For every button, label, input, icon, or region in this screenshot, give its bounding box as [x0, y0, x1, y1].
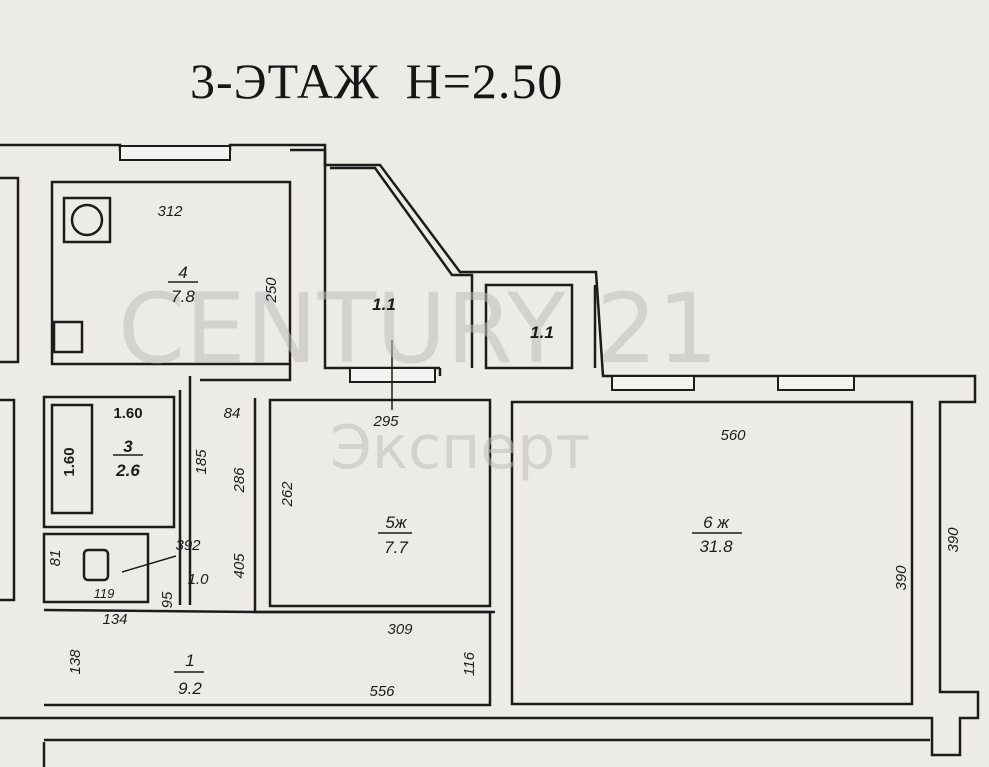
room-3-number: 3 — [123, 437, 133, 456]
ceiling-height: H=2.50 — [405, 53, 564, 109]
dim-390-outer: 390 — [945, 527, 962, 553]
closet-area: 1.1 — [530, 323, 554, 342]
dim-84: 84 — [224, 405, 241, 422]
room-5-number: 5ж — [385, 513, 407, 532]
dim-295: 295 — [372, 413, 399, 430]
dim-160-top: 1.60 — [113, 405, 142, 422]
watermark-brand: CENTURY 21 — [118, 273, 718, 385]
dim-95: 95 — [159, 591, 176, 608]
bathtub-icon — [50, 403, 94, 515]
room-5-walls — [268, 398, 492, 608]
room-6-walls — [510, 400, 914, 706]
boiler-box — [62, 196, 112, 244]
dim-81: 81 — [47, 550, 64, 567]
room-1-area: 9.2 — [178, 679, 202, 698]
dim-262: 262 — [279, 481, 296, 508]
dim-405: 405 — [231, 553, 248, 579]
sink-icon — [52, 320, 84, 354]
dim-116: 116 — [461, 651, 478, 676]
dim-138: 138 — [67, 649, 84, 675]
window-1 — [119, 145, 231, 161]
dim-560: 560 — [720, 427, 746, 444]
lower-corridor — [42, 738, 930, 767]
left-stub-walls — [0, 176, 20, 602]
room-4-area: 7.8 — [171, 287, 195, 306]
hall-area: 1.1 — [372, 295, 396, 314]
toilet-area: 1.0 — [188, 571, 210, 588]
boiler-icon — [70, 203, 104, 237]
room-3-area: 2.6 — [115, 461, 140, 480]
fraction-lines — [113, 281, 742, 673]
dim-286: 286 — [231, 467, 248, 494]
room-3-walls — [42, 395, 176, 529]
window-4 — [777, 375, 855, 391]
room-4-walls — [50, 180, 292, 366]
dim-309: 309 — [387, 621, 413, 638]
floor-heading: 3-ЭТАЖ H=2.50 — [190, 52, 563, 110]
dim-250: 250 — [263, 277, 280, 304]
closet-walls — [484, 283, 597, 370]
dim-134: 134 — [102, 611, 127, 628]
dim-556: 556 — [369, 683, 395, 700]
shaft-wall — [178, 376, 192, 605]
floor-label: 3-ЭТАЖ — [190, 53, 380, 109]
room-4-number: 4 — [178, 263, 187, 282]
room-6-number: 6 ж — [703, 513, 730, 532]
room-1-number: 1 — [185, 651, 194, 670]
toilet-room-walls — [42, 532, 150, 604]
window-3 — [611, 375, 695, 391]
dim-185: 185 — [193, 449, 210, 475]
room-1-walls — [43, 608, 492, 707]
toilet-leader — [121, 555, 177, 573]
toilet-icon — [82, 548, 110, 582]
dim-312: 312 — [157, 203, 183, 220]
dim-392: 392 — [175, 537, 201, 554]
dim-390-inner: 390 — [893, 565, 910, 591]
watermark-sub: Эксперт — [330, 413, 590, 483]
dim-119: 119 — [94, 586, 115, 601]
hall-wall — [330, 166, 474, 368]
dim-160-side: 1.60 — [61, 447, 78, 476]
room-6-area: 31.8 — [699, 537, 733, 556]
room-5-area: 7.7 — [384, 538, 408, 557]
